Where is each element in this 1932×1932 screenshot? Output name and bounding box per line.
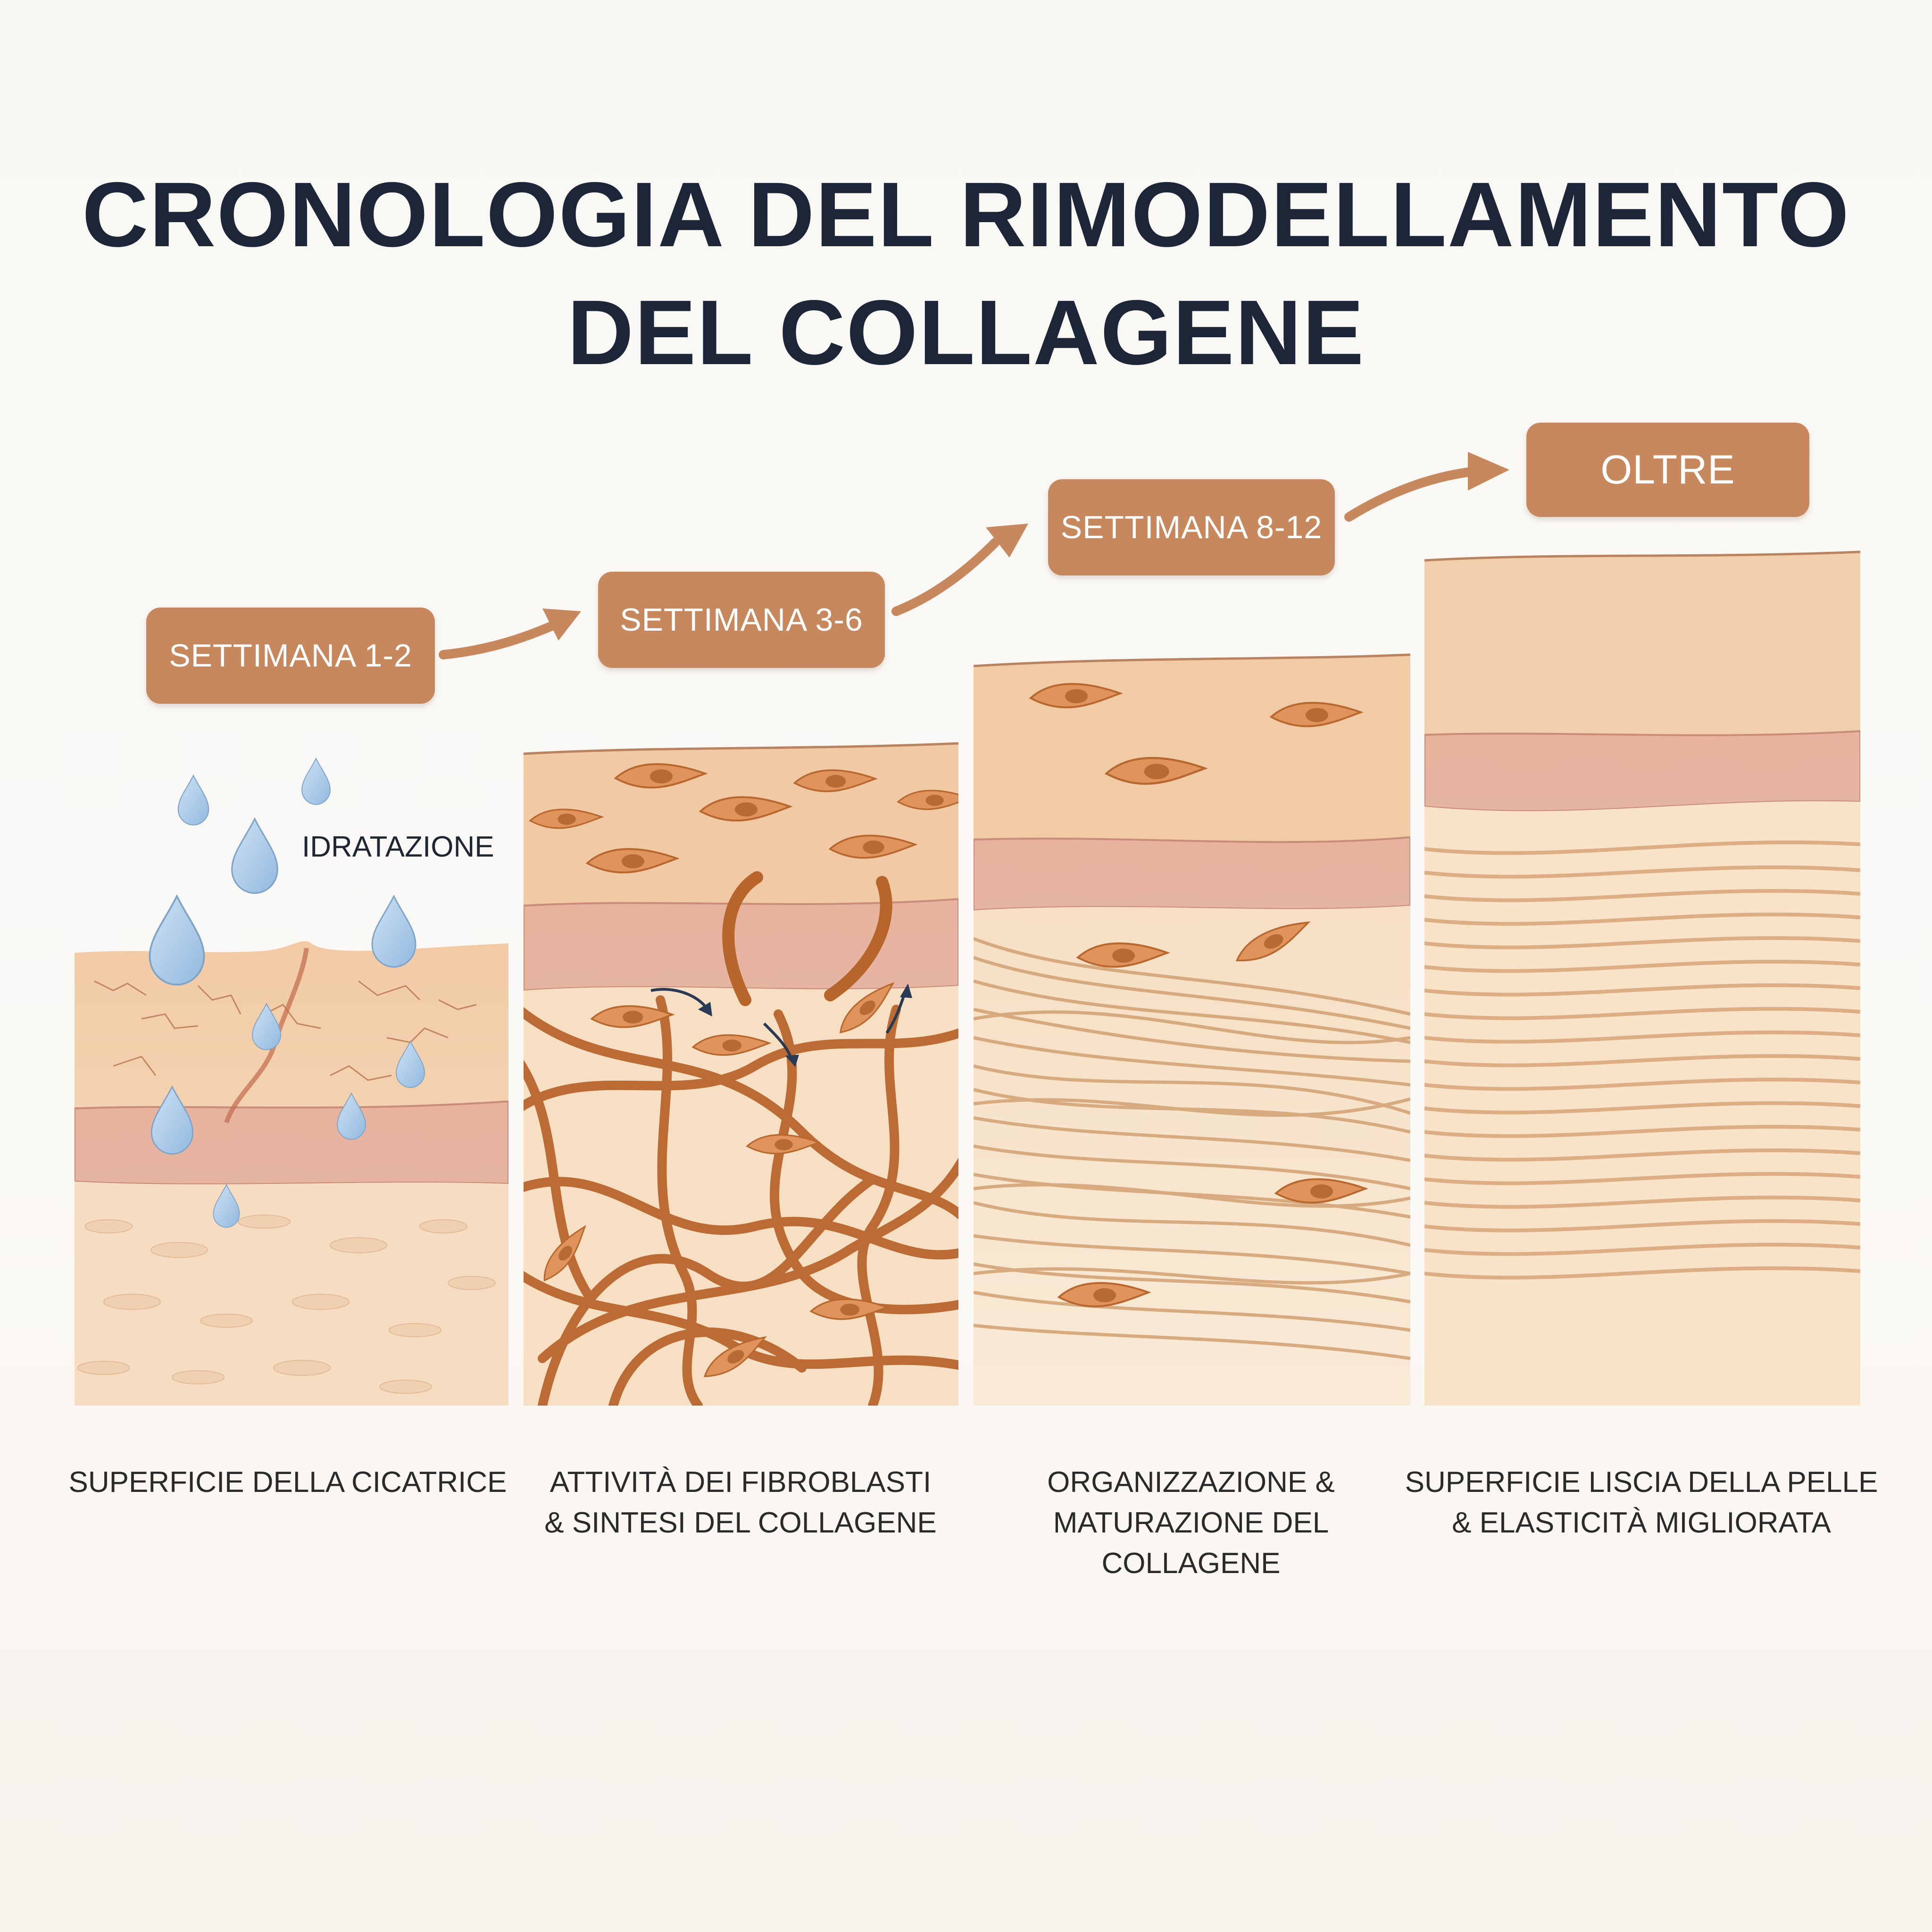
timeline-badge-beyond: OLTRE	[1526, 423, 1809, 517]
panel-fibroblast-activity	[524, 742, 958, 1406]
caption-stage-3: ORGANIZZAZIONE & MATURAZIONE DEL COLLAGE…	[967, 1462, 1415, 1584]
water-drop-icon	[301, 758, 331, 805]
caption-line: SUPERFICIE LISCIA DELLA PELLE	[1405, 1466, 1878, 1499]
panel-smooth-skin	[1424, 550, 1860, 1406]
caption-line: ATTIVITÀ DEI FIBROBLASTI	[550, 1466, 932, 1499]
water-drop-icon	[231, 818, 278, 894]
timeline-badge-week-1-2: SETTIMANA 1-2	[146, 608, 435, 704]
caption-line: & SINTESI DEL COLLAGENE	[544, 1507, 937, 1539]
timeline-arrowhead-2	[986, 524, 1028, 558]
panel-collagen-organization	[974, 653, 1410, 1406]
caption-line: & ELASTICITÀ MIGLIORATA	[1452, 1507, 1831, 1539]
caption-line: ORGANIZZAZIONE &	[1047, 1466, 1335, 1499]
title-line-1: CRONOLOGIA DEL RIMODELLAMENTO	[82, 163, 1850, 266]
panel-scar-surface	[75, 941, 508, 1406]
timeline-arrow-2	[891, 538, 1000, 616]
water-drop-icon	[149, 895, 205, 986]
caption-line: SUPERFICIE DELLA CICATRICE	[68, 1466, 507, 1499]
timeline-badge-week-3-6: SETTIMANA 3-6	[598, 572, 885, 668]
title-line-2: DEL COLLAGENE	[567, 281, 1365, 384]
timeline-arrowhead-3	[1468, 452, 1509, 491]
caption-line: MATURAZIONE DEL	[1053, 1507, 1329, 1539]
caption-stage-4: SUPERFICIE LISCIA DELLA PELLE & ELASTICI…	[1396, 1462, 1887, 1543]
caption-line: COLLAGENE	[1101, 1547, 1281, 1580]
timeline-arrow-1	[439, 617, 566, 659]
water-drop-icon	[177, 774, 209, 826]
timeline-badge-week-8-12: SETTIMANA 8-12	[1048, 479, 1335, 575]
caption-stage-2: ATTIVITÀ DEI FIBROBLASTI & SINTESI DEL C…	[519, 1462, 962, 1543]
timeline-arrow-3	[1344, 467, 1476, 522]
caption-stage-1: SUPERFICIE DELLA CICATRICE	[66, 1462, 509, 1503]
hydration-label: IDRATAZIONE	[302, 831, 494, 863]
water-drop-icon	[371, 895, 416, 968]
timeline-arrowhead-1	[542, 608, 581, 641]
